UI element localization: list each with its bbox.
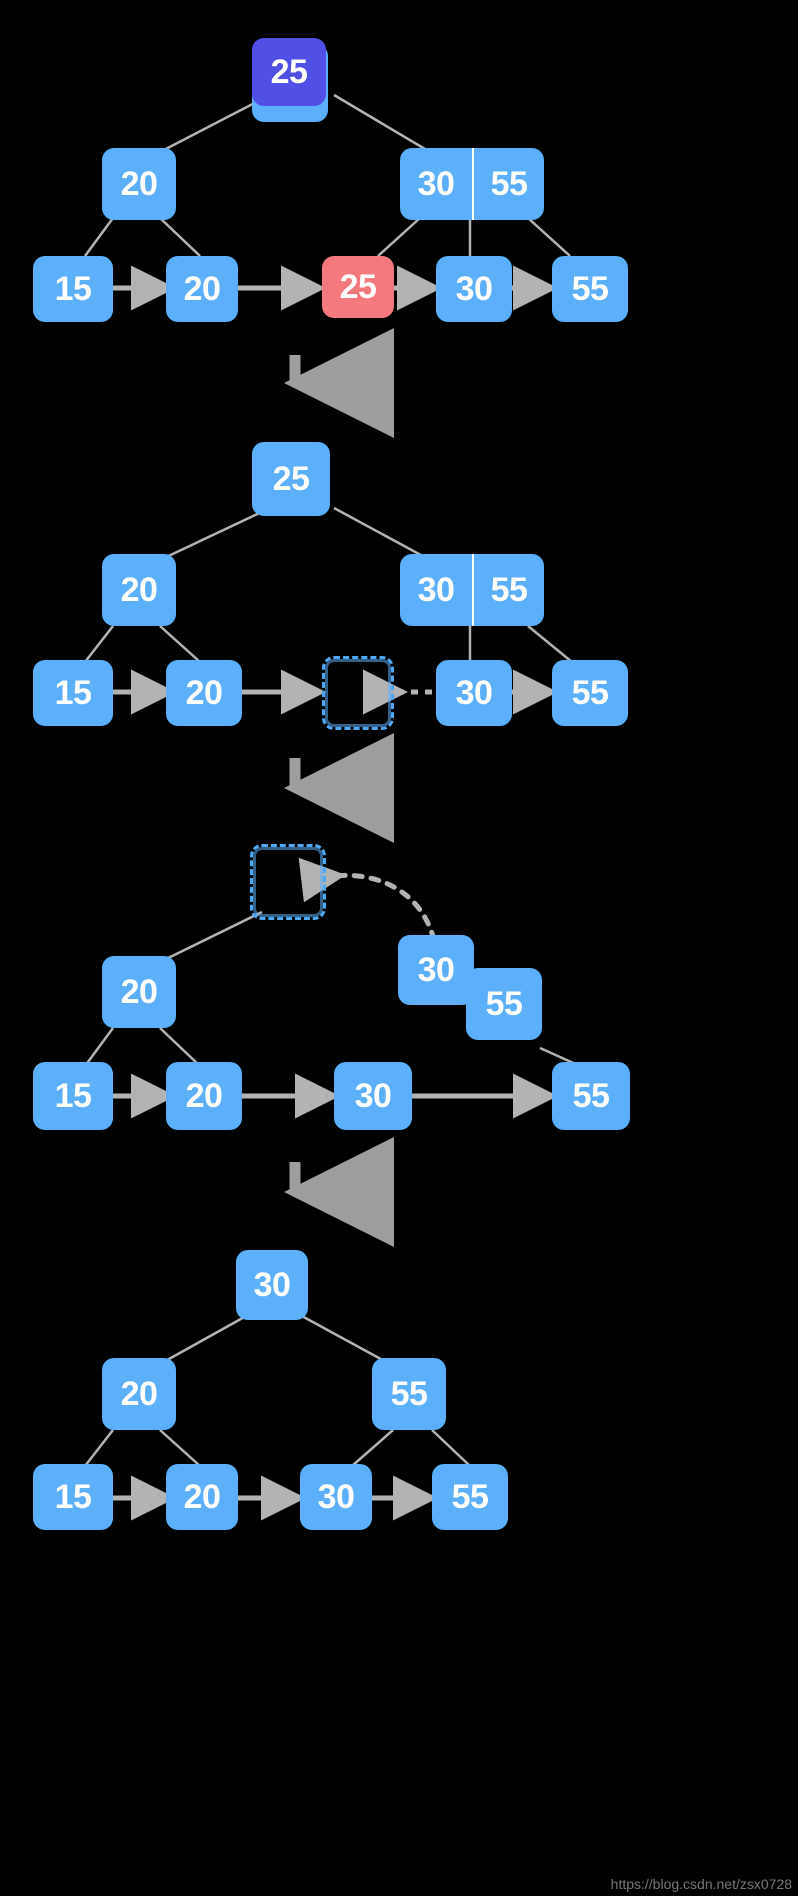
edge-s4-right-l4 xyxy=(431,1429,471,1467)
node-label: 20 xyxy=(185,674,223,712)
node-s2-l2[interactable]: 20 xyxy=(166,660,242,726)
node-s1-root[interactable]: 25 xyxy=(252,38,326,106)
node-label: 15 xyxy=(54,270,92,308)
node-cell-key-0: 30 xyxy=(417,165,455,203)
node-label: 30 xyxy=(455,674,493,712)
node-s2-l5[interactable]: 55 xyxy=(552,660,628,726)
node-label: 20 xyxy=(120,571,158,609)
node-s4-l2[interactable]: 20 xyxy=(166,1464,238,1530)
edge-s2-left-l1 xyxy=(84,625,114,663)
edge-s4-left-l2 xyxy=(159,1429,201,1467)
node-label: 25 xyxy=(270,53,308,91)
node-label: 55 xyxy=(571,674,609,712)
edge-s3-left-l2 xyxy=(159,1027,201,1067)
node-label: 20 xyxy=(183,1478,221,1516)
node-s1-l5[interactable]: 55 xyxy=(552,256,628,322)
node-cell-key-0: 30 xyxy=(417,571,455,609)
node-s3-l3[interactable]: 30 xyxy=(334,1062,412,1130)
node-s1-l4[interactable]: 30 xyxy=(436,256,512,322)
edge-s2-left-l2 xyxy=(159,625,201,663)
node-label: 55 xyxy=(485,985,523,1023)
node-label: 30 xyxy=(417,951,455,989)
edge-s2-right-l5 xyxy=(527,625,573,663)
edge-s1-root-right xyxy=(333,93,431,154)
node-s3-l2[interactable]: 20 xyxy=(166,1062,242,1130)
node-s4-l4[interactable]: 55 xyxy=(432,1464,508,1530)
node-label: 20 xyxy=(120,973,158,1011)
node-label: 25 xyxy=(339,268,377,306)
edge-s1-left-l1 xyxy=(83,217,115,257)
node-s3-internal-55[interactable]: 55 xyxy=(466,968,542,1040)
node-label: 55 xyxy=(390,1375,428,1413)
node-s4-internal-right[interactable]: 55 xyxy=(372,1358,446,1430)
node-cell-key-1: 55 xyxy=(472,148,544,220)
node-label: 30 xyxy=(317,1478,355,1516)
edge-s4-left-l1 xyxy=(84,1429,114,1467)
node-label: 55 xyxy=(571,270,609,308)
node-s2-internal-right[interactable]: 30 55 xyxy=(400,554,544,626)
node-s2-l3-empty[interactable] xyxy=(322,656,394,730)
node-s1-internal-left[interactable]: 20 xyxy=(102,148,176,220)
node-s3-internal-left[interactable]: 20 xyxy=(102,956,176,1028)
node-s1-l2[interactable]: 20 xyxy=(166,256,238,322)
edge-s1-right-l3 xyxy=(377,217,421,257)
node-label: 15 xyxy=(54,1478,92,1516)
edge-s1-left-l2 xyxy=(159,217,201,257)
node-label: 15 xyxy=(54,674,92,712)
node-s1-l3[interactable]: 25 xyxy=(322,256,394,318)
node-s2-l1[interactable]: 15 xyxy=(33,660,113,726)
edge-s2-root-right xyxy=(333,506,431,562)
edge-s4-root-left xyxy=(159,1313,249,1366)
edge-s2-root-left xyxy=(159,506,271,562)
node-s2-internal-left[interactable]: 20 xyxy=(102,554,176,626)
node-s3-root-empty[interactable] xyxy=(250,844,326,920)
node-s1-internal-right[interactable]: 30 55 xyxy=(400,148,544,220)
promote-arrow-s3 xyxy=(298,857,437,943)
edge-s3-root-left xyxy=(159,910,263,964)
node-label: 20 xyxy=(185,1077,223,1115)
node-s1-l1[interactable]: 15 xyxy=(33,256,113,322)
node-s2-root[interactable]: 25 xyxy=(252,442,330,516)
node-label: 20 xyxy=(120,165,158,203)
node-label: 30 xyxy=(253,1266,291,1304)
node-label: 30 xyxy=(354,1077,392,1115)
edge-s4-right-l3 xyxy=(351,1429,394,1467)
node-s4-root[interactable]: 30 xyxy=(236,1250,308,1320)
node-label: 20 xyxy=(183,270,221,308)
node-s4-l1[interactable]: 15 xyxy=(33,1464,113,1530)
edge-s4-root-right xyxy=(299,1313,391,1366)
edge-s3-left-l1 xyxy=(83,1027,115,1067)
node-label: 55 xyxy=(451,1478,489,1516)
node-s4-internal-left[interactable]: 20 xyxy=(102,1358,176,1430)
watermark: https://blog.csdn.net/zsx0728 xyxy=(610,1876,792,1892)
node-label: 55 xyxy=(572,1077,610,1115)
node-label: 30 xyxy=(455,270,493,308)
node-s3-l4[interactable]: 55 xyxy=(552,1062,630,1130)
node-s3-l1[interactable]: 15 xyxy=(33,1062,113,1130)
node-cell-key-1: 55 xyxy=(472,554,544,626)
node-s2-l4[interactable]: 30 xyxy=(436,660,512,726)
node-s3-internal-30[interactable]: 30 xyxy=(398,935,474,1005)
node-label: 25 xyxy=(272,460,310,498)
edge-s1-right-l5 xyxy=(527,217,571,257)
node-s4-l3[interactable]: 30 xyxy=(300,1464,372,1530)
node-label: 20 xyxy=(120,1375,158,1413)
node-label: 15 xyxy=(54,1077,92,1115)
